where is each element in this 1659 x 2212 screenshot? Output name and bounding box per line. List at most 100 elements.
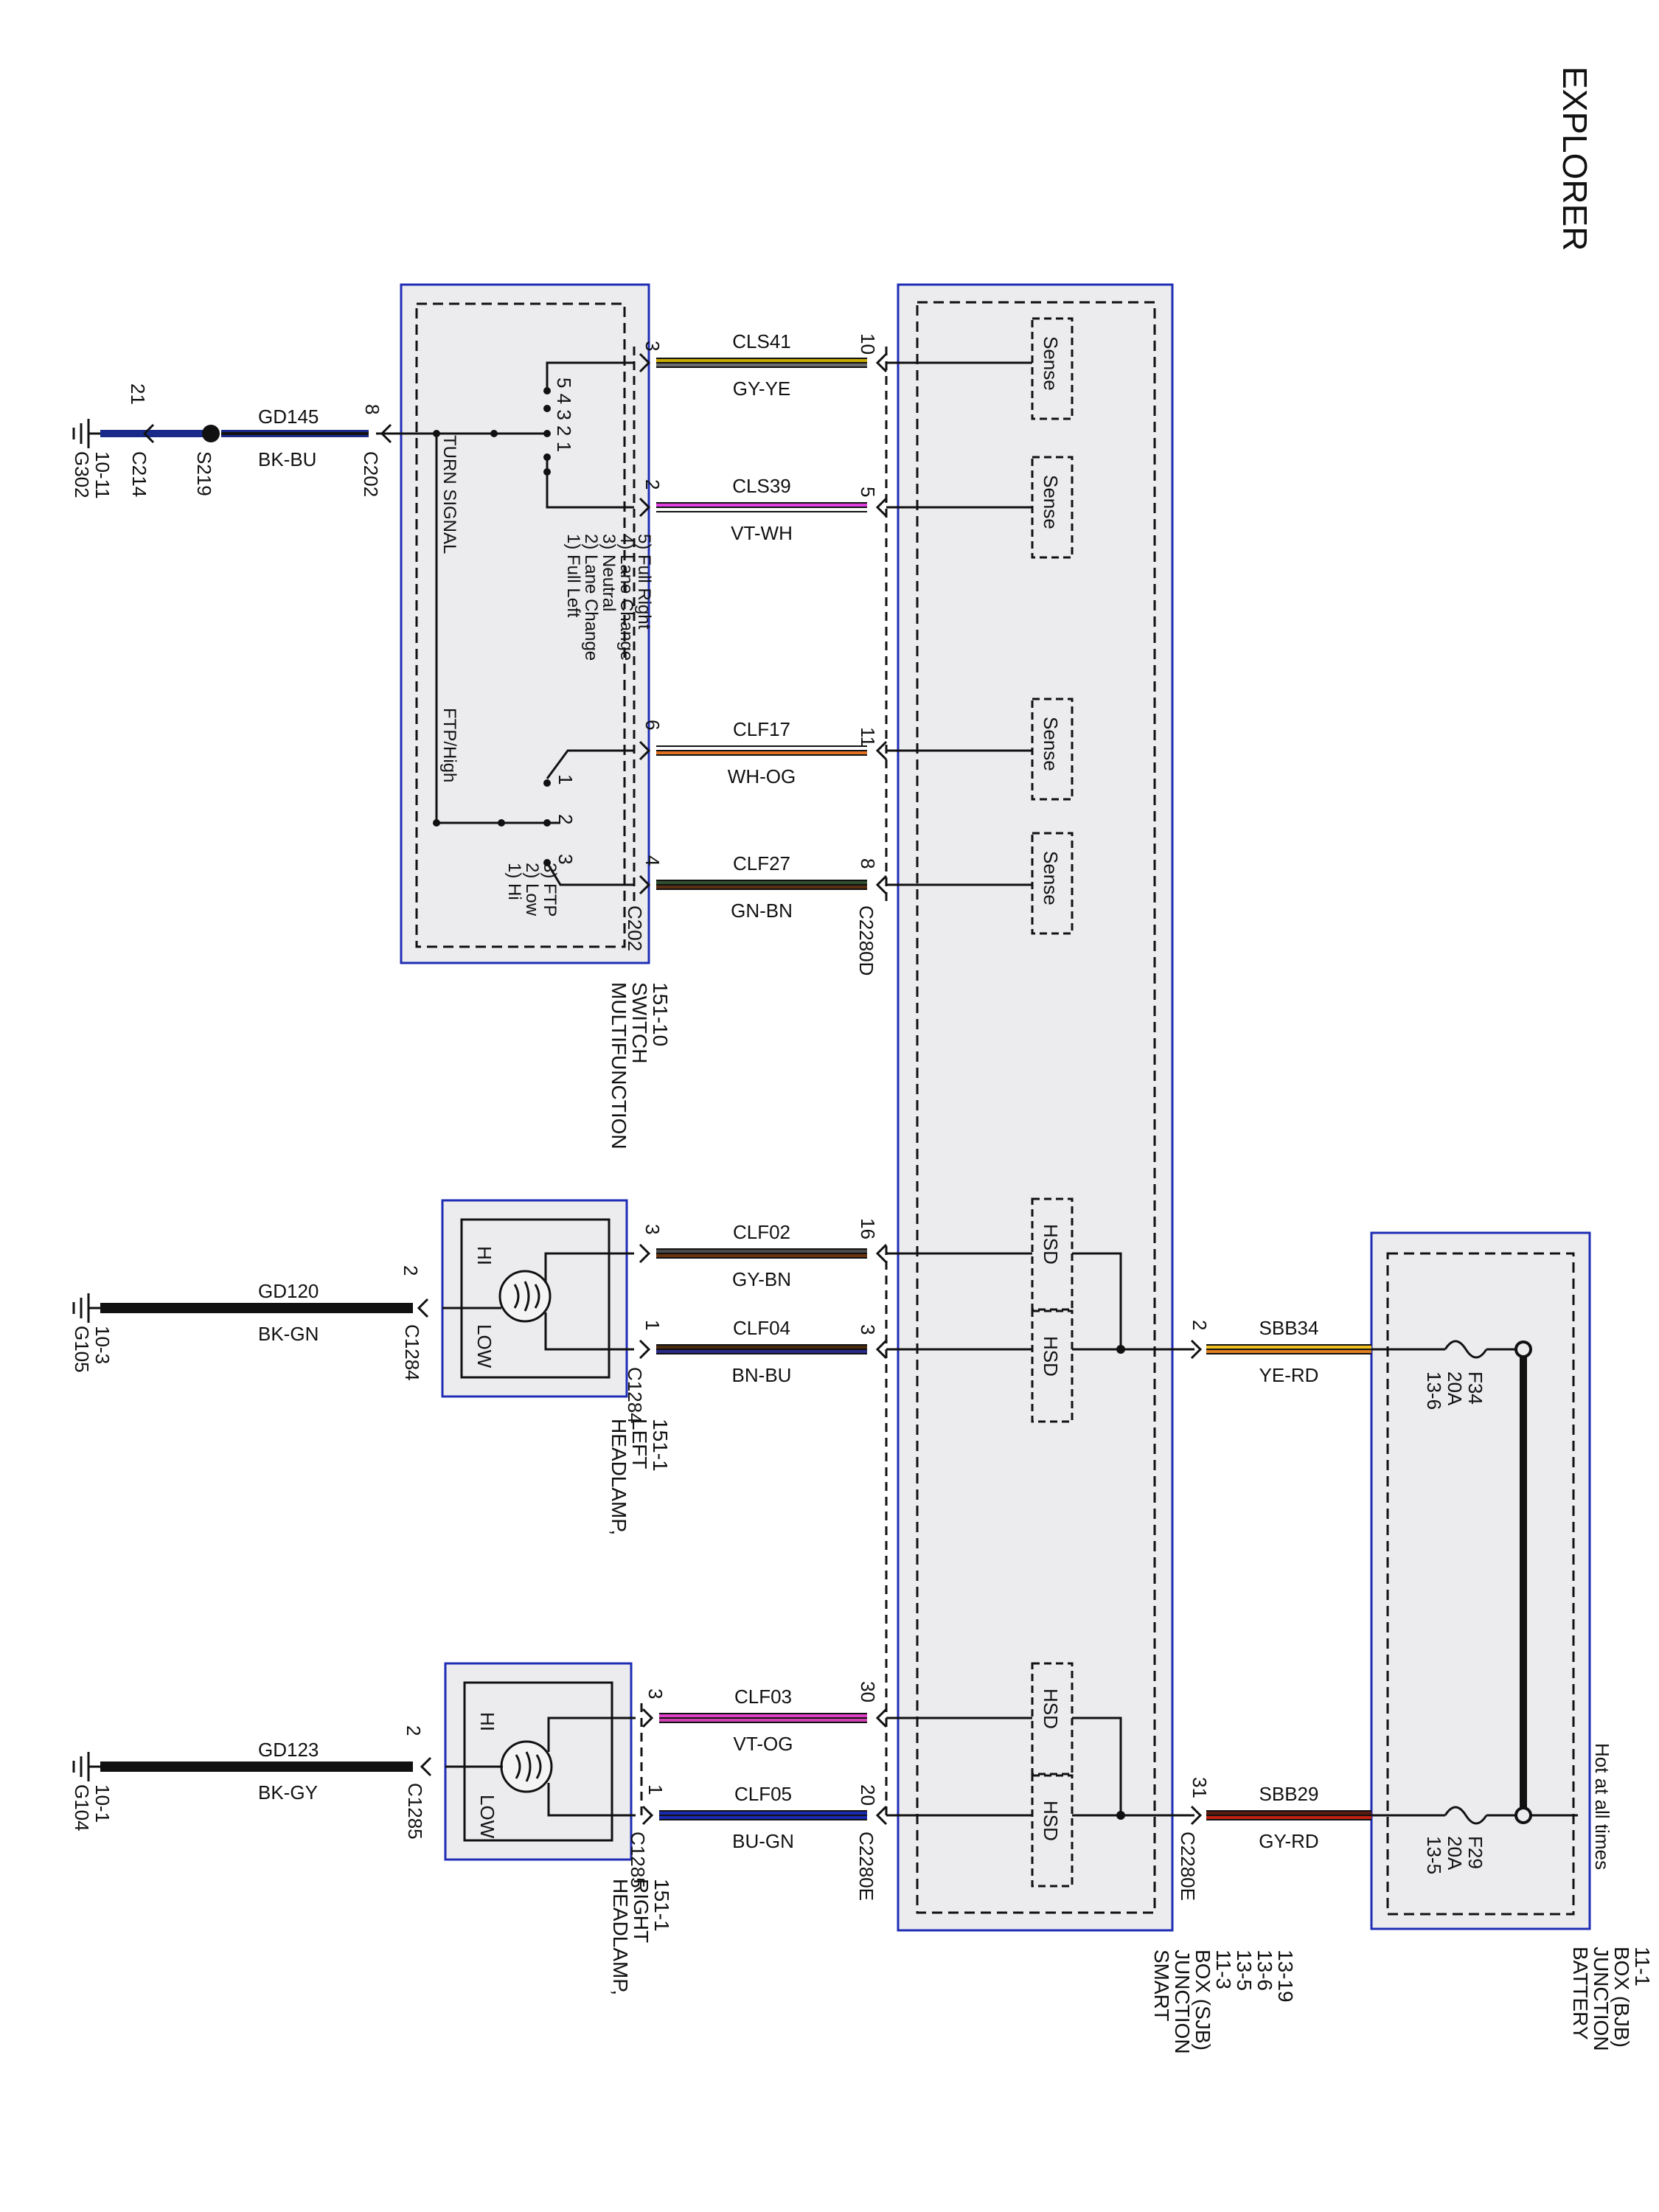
- hot-at-all-times-label: Hot at all times: [1591, 1743, 1613, 1870]
- wire-cls41: [656, 358, 867, 368]
- name-line: SMART: [1150, 1950, 1173, 2022]
- mfs-ftp-contact-1: 1: [554, 774, 577, 785]
- position-item: 3) Neutral: [599, 534, 619, 611]
- name-line: JUNCTION: [1590, 1947, 1613, 2051]
- pin-number-left: 3: [644, 1688, 667, 1699]
- c202-label-ground: C202: [360, 451, 382, 497]
- wire-color-label: GY-YE: [733, 378, 791, 400]
- mfs-ftp-contact-3: 3: [554, 854, 577, 864]
- vehicle-label: EXPLORER: [1556, 66, 1594, 251]
- hsd-box-2: [1031, 1310, 1074, 1423]
- c1284-label: C1284: [624, 1367, 646, 1424]
- name-line: 151-1: [649, 1419, 672, 1472]
- name-line: BOX (SJB): [1192, 1950, 1214, 2051]
- connector-chevron-icon: [1190, 1805, 1203, 1826]
- bulb-left-filament-icon: [513, 1281, 540, 1312]
- splice-s219-icon: [202, 425, 220, 442]
- hsd-label-2: HSD: [1040, 1336, 1062, 1377]
- c2280e-label-right: C2280E: [1177, 1832, 1199, 1901]
- pin-number-right: 5: [857, 487, 879, 497]
- sense-label-1: Sense: [1040, 336, 1062, 391]
- pin-number-right: 8: [857, 858, 879, 869]
- wire-cls39: [656, 502, 867, 512]
- wire-circuit-label: CLF03: [734, 1686, 792, 1708]
- connector-chevrons: [142, 352, 1203, 1826]
- name-line: 151-1: [650, 1879, 673, 1932]
- name-line: 11-1: [1631, 1947, 1654, 1986]
- pin-number-left: 2: [1189, 1320, 1211, 1330]
- bjb-bus-bottom-icon: [1514, 1806, 1532, 1824]
- connector-chevron-icon: [875, 740, 888, 761]
- wire-group: [656, 358, 1371, 1820]
- hsd-box-1: [1031, 1197, 1074, 1311]
- c214-pin: 21: [127, 383, 149, 405]
- fuse-f29-label: F2920A13-5: [1423, 1836, 1486, 1874]
- wire-clf17: [656, 745, 867, 756]
- name-line: RIGHT: [630, 1879, 653, 1943]
- name-line: 13-19: [1274, 1950, 1297, 2003]
- connector-chevron-icon: [639, 1243, 651, 1264]
- wire-color-label: VT-WH: [731, 522, 793, 544]
- wire-color-label: GY-RD: [1259, 1830, 1318, 1852]
- bk-bu-label: BK-BU: [258, 448, 316, 470]
- pin-number-left: 1: [644, 1784, 667, 1795]
- connector-chevron-icon: [142, 423, 155, 444]
- connector-chevron-icon: [639, 740, 651, 761]
- connector-chevron-icon: [875, 1708, 888, 1728]
- connector-chevron-icon: [639, 352, 651, 373]
- wire-circuit-label: CLF05: [734, 1783, 792, 1805]
- name-line: HEADLAMP,: [608, 1419, 630, 1535]
- bulb-right-icon: [500, 1740, 553, 1793]
- wire-color-label: VT-OG: [734, 1733, 793, 1755]
- g104-label: G10410-1: [71, 1784, 114, 1832]
- ftp-high-label: FTP/High: [439, 708, 459, 782]
- hsd-box-3: [1031, 1662, 1074, 1775]
- pin-number-left: 4: [641, 855, 664, 866]
- wire-clf05: [659, 1810, 867, 1820]
- position-item: 2) Low: [522, 863, 542, 917]
- sjb-splice-dot-2: [1116, 1811, 1125, 1820]
- bjb-name: BATTERYJUNCTIONBOX (BJB)11-1: [1569, 1947, 1654, 2051]
- wire-circuit-label: CLS39: [732, 475, 791, 497]
- wire-circuit-label: CLF27: [733, 852, 790, 874]
- hsd-box-4: [1031, 1774, 1074, 1888]
- connector-chevron-icon: [380, 423, 392, 444]
- position-item: 1) Hi: [504, 863, 524, 900]
- connector-chevron-icon: [641, 1708, 654, 1728]
- bulb-right-filament-icon: [515, 1751, 542, 1782]
- sense-label-2: Sense: [1040, 475, 1062, 529]
- bulb-left-icon: [498, 1270, 552, 1323]
- headlamp-right-inner: [463, 1681, 613, 1842]
- headlamp-left-hi: HI: [473, 1246, 495, 1265]
- gd145-label: GD145: [258, 406, 319, 428]
- pin-number-right: 30: [857, 1681, 879, 1703]
- connector-chevron-icon: [639, 874, 651, 895]
- ground-symbols: [72, 419, 100, 1781]
- headlamp-right-name: HEADLAMP,RIGHT151-1: [609, 1879, 673, 1995]
- name-line: LEFT: [628, 1419, 651, 1469]
- wire-circuit-label: CLF02: [733, 1221, 790, 1243]
- turn-positions: 1) Full Left2) Lane Change3) Neutral4) L…: [563, 534, 654, 661]
- sense-label-4: Sense: [1040, 851, 1062, 905]
- wire-color-label: WH-OG: [728, 765, 796, 787]
- wire-clf02: [656, 1248, 867, 1259]
- bk-gy-label: BK-GY: [258, 1781, 318, 1804]
- c1285-label: C1285: [627, 1832, 649, 1888]
- hsd-label-1: HSD: [1040, 1224, 1062, 1265]
- connector-chevron-icon: [639, 1339, 651, 1360]
- wire-clf04: [656, 1344, 867, 1354]
- connector-chevron-icon: [641, 1805, 654, 1826]
- wire-sbb29: [1206, 1810, 1371, 1820]
- c2280e-label-left: C2280E: [855, 1832, 877, 1901]
- pin-number-left: 6: [641, 720, 664, 730]
- pin-number-left: 2: [641, 479, 664, 490]
- connector-chevron-icon: [875, 1243, 888, 1264]
- pin-number-left: 31: [1189, 1777, 1211, 1798]
- bk-gn-label: BK-GN: [258, 1323, 319, 1345]
- fuse-f29-icon: [1444, 1806, 1488, 1825]
- position-item: 5) Full Right: [634, 534, 654, 630]
- wire-clf27: [656, 880, 867, 890]
- name-line: SWITCH: [628, 982, 651, 1063]
- position-item: 1) Full Left: [563, 534, 583, 618]
